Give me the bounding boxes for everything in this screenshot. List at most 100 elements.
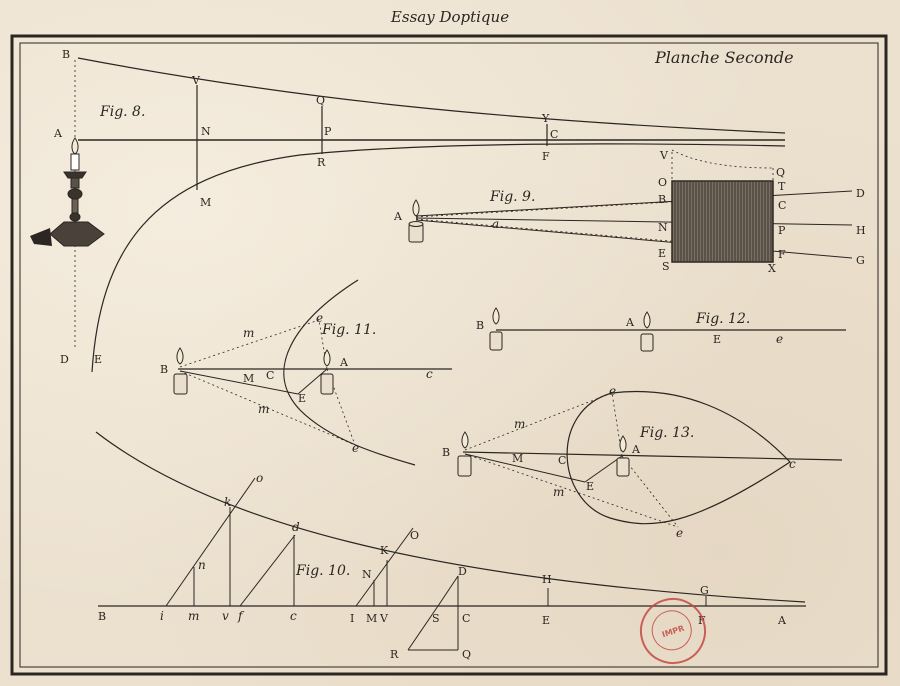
fig10-point-label: H <box>542 573 552 586</box>
fig9-dotted-vq <box>671 149 774 169</box>
fig13-point-label: m <box>514 417 525 431</box>
fig8-candlestick <box>30 137 105 247</box>
fig10-point-label: o <box>256 471 263 485</box>
fig9-candle <box>408 199 424 243</box>
fig9-point-label: Q <box>776 166 785 179</box>
fig8-point-label: C <box>550 128 558 141</box>
fig11-line-be <box>179 370 299 395</box>
fig10-point-label: v <box>222 609 229 623</box>
fig11-point-label: A <box>339 356 349 369</box>
fig10-line-sr <box>407 605 439 651</box>
fig13-line-be <box>464 453 586 483</box>
fig10-point-label: R <box>390 648 399 661</box>
fig11-point-label: C <box>266 369 274 382</box>
fig9-point-label: D <box>856 187 865 200</box>
fig10-line-fd <box>239 534 296 607</box>
fig9-ray-d <box>415 190 853 217</box>
fig10-line-io <box>165 477 256 607</box>
fig13-point-label: e <box>676 526 683 540</box>
fig11-point-label: e <box>352 441 359 455</box>
fig9-point-label: O <box>658 176 667 189</box>
fig10-point-label: M <box>366 612 377 625</box>
fig9-ray-h <box>415 217 853 226</box>
fig10-point-label: V <box>379 612 389 625</box>
fig10-curve <box>95 431 806 603</box>
figure-9-drawing <box>415 149 853 259</box>
fig13-candles <box>457 431 630 477</box>
fig8-lower-curve <box>91 143 786 373</box>
fig8-point-label: Y <box>541 112 550 125</box>
fig8-point-label: A <box>53 127 63 140</box>
fig13-dotted-lower <box>464 453 679 528</box>
fig10-point-label: B <box>98 610 106 623</box>
plate-title: Planche Seconde <box>655 48 794 67</box>
fig10-point-label: N <box>362 568 372 581</box>
fig9-point-label: C <box>778 199 786 212</box>
fig11-point-label: m <box>243 326 254 340</box>
outer-frame <box>10 34 888 676</box>
fig10-point-label: m <box>188 609 199 623</box>
fig11-line-ae <box>297 368 328 395</box>
fig10-point-label: A <box>777 614 787 627</box>
fig11-point-label: M <box>243 372 254 385</box>
fig9-point-label: E <box>658 247 666 260</box>
fig9-point-label: H <box>856 224 866 237</box>
fig9-point-label: T <box>778 180 786 193</box>
fig13-point-label: B <box>442 446 450 459</box>
fig9-point-label: S <box>662 260 670 273</box>
fig12-point-label: e <box>776 332 783 346</box>
fig10-point-label: K <box>380 544 389 557</box>
fig11-candles <box>173 347 334 395</box>
fig8-point-label: P <box>324 125 332 138</box>
fig11-point-label: E <box>298 392 306 405</box>
page-header-title: Essay Doptique <box>390 8 510 26</box>
fig13-point-label: c <box>789 457 796 471</box>
fig10-point-label: f <box>237 609 245 623</box>
fig8-point-label: B <box>62 48 70 61</box>
fig10-point-label: O <box>410 529 419 542</box>
fig8-point-label: F <box>542 150 550 163</box>
fig10-point-label: n <box>198 558 206 572</box>
fig11-point-label: B <box>160 363 168 376</box>
fig10-point-label: k <box>224 495 231 509</box>
figure-10-drawing <box>95 431 806 651</box>
fig11-label: Fig. 11. <box>322 322 377 338</box>
fig8-label: Fig. 8. <box>100 104 146 120</box>
fig11-point-label: c <box>426 367 433 381</box>
fig10-point-label: S <box>432 612 440 625</box>
fig10-point-label: C <box>462 612 470 625</box>
fig10-point-label: D <box>458 565 467 578</box>
inner-frame <box>19 42 879 668</box>
fig12-point-label: A <box>625 316 635 329</box>
fig10-line-io-big <box>355 527 414 607</box>
fig12-label: Fig. 12. <box>696 311 751 327</box>
fig11-dotted-e-lower <box>179 370 356 446</box>
fig11-dotted-ae-lower <box>326 368 356 446</box>
fig13-label: Fig. 13. <box>640 425 695 441</box>
fig9-point-label: F <box>778 248 786 261</box>
flame-icon <box>71 137 79 155</box>
fig11-dotted-ae-upper <box>318 319 328 370</box>
fig9-hatched-block <box>671 180 774 263</box>
fig8-point-label: Q <box>316 94 325 107</box>
fig11-curve <box>283 279 416 466</box>
fig13-point-label: M <box>512 452 523 465</box>
fig9-point-label: a <box>492 217 499 231</box>
fig8-point-label: N <box>201 125 211 138</box>
fig9-point-label: N <box>658 221 668 234</box>
fig9-ray-g <box>415 219 853 259</box>
fig10-point-label: E <box>542 614 550 627</box>
fig13-point-label: A <box>631 443 641 456</box>
fig10-point-label: Q <box>462 648 471 661</box>
fig10-point-label: G <box>700 584 709 597</box>
fig10-point-label: d <box>292 520 300 534</box>
fig8-point-label: M <box>200 196 211 209</box>
fig9-point-label: P <box>778 224 786 237</box>
fig9-point-label: G <box>856 254 865 267</box>
fig13-axis <box>462 451 843 461</box>
fig9-point-label: X <box>768 262 776 275</box>
fig13-point-label: C <box>558 454 566 467</box>
